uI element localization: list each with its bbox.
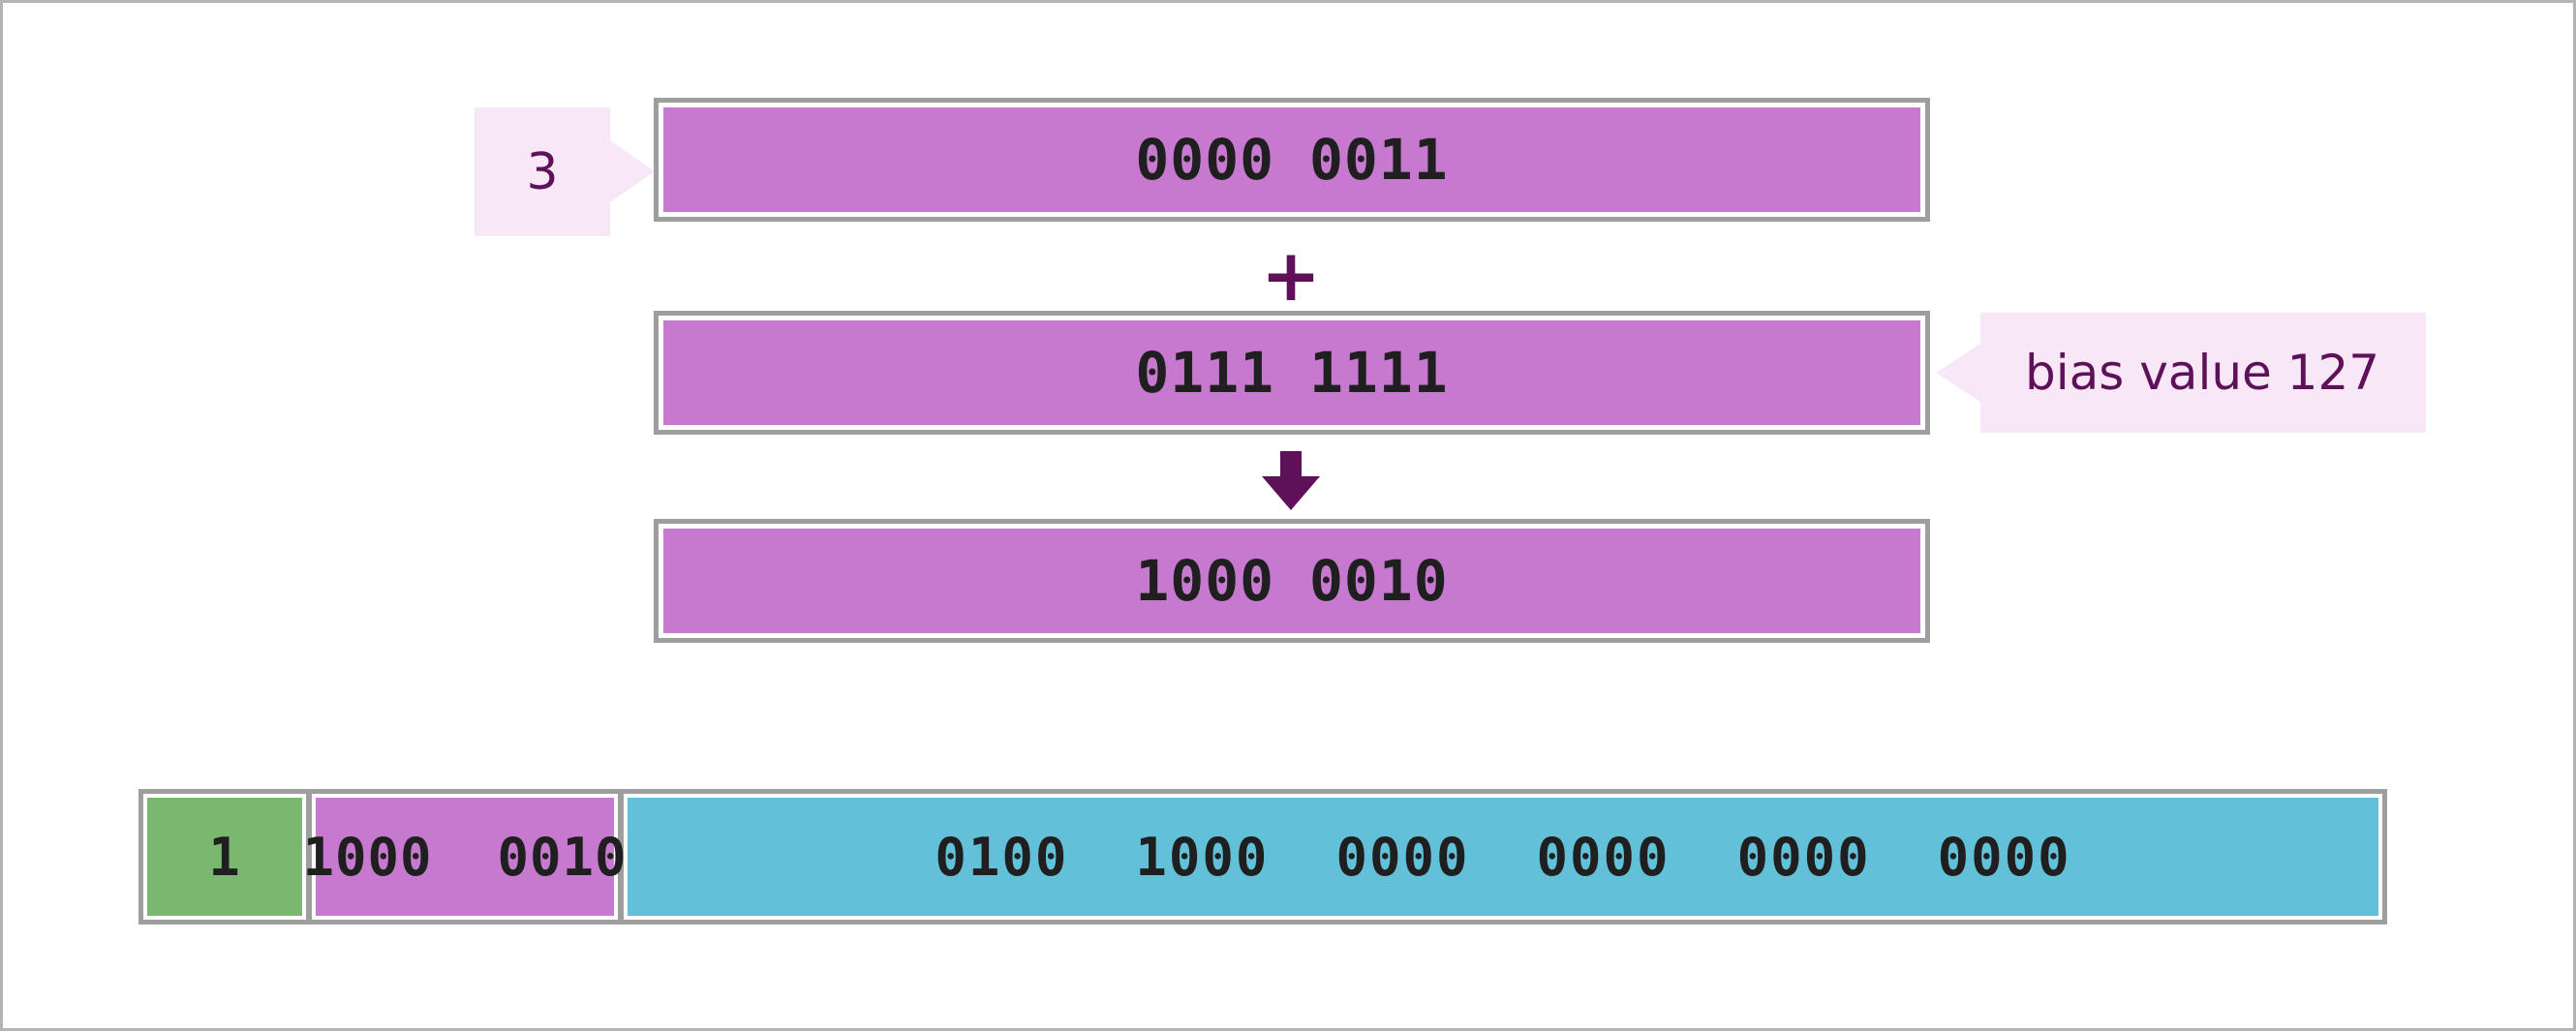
operand-bias-box: 0111 1111	[654, 311, 1930, 435]
callout-addend-pointer-icon	[610, 140, 655, 202]
bitfield-cell-sign: 1	[143, 794, 306, 920]
operand-result-box: 1000 0010	[654, 519, 1930, 643]
bitfield-sign-bits: 1	[208, 826, 241, 888]
float32-bitfield: 1 1000 0010 0100 1000 0000 0000 0000 000…	[138, 789, 2387, 925]
operand-addend-box: 0000 0011	[654, 98, 1930, 222]
plus-operator-icon: +	[1260, 234, 1321, 318]
bitfield-cell-exponent: 1000 0010	[302, 794, 627, 920]
operand-bias-bits: 0111 1111	[1135, 340, 1449, 406]
callout-bias-value: bias value 127	[1980, 313, 2426, 433]
bitfield-mantissa-bits: 0100 1000 0000 0000 0000 0000	[935, 826, 2071, 888]
bitfield-cell-mantissa: 0100 1000 0000 0000 0000 0000	[624, 794, 2382, 920]
callout-bias-pointer-icon	[1936, 344, 1980, 402]
callout-addend-label: 3	[526, 142, 559, 201]
callout-bias-label: bias value 127	[2025, 345, 2380, 401]
callout-addend-value: 3	[475, 107, 610, 236]
down-arrow-icon	[1260, 451, 1322, 511]
bitfield-exponent-bits: 1000 0010	[302, 826, 628, 888]
operand-result-bits: 1000 0010	[1135, 548, 1449, 614]
operand-addend-bits: 0000 0011	[1135, 127, 1449, 193]
